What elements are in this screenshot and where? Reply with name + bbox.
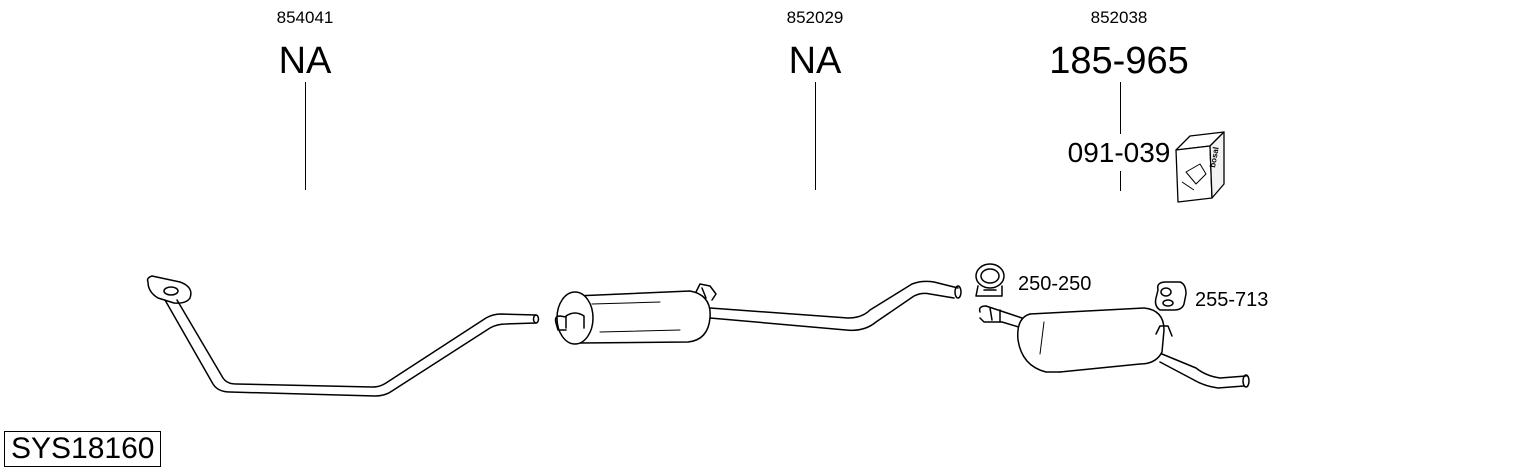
oe-number-front-pipe: 854041 — [276, 8, 334, 27]
rubber-mount-drawing — [1154, 281, 1187, 311]
oe-number-middle-silencer: 852029 — [786, 8, 844, 27]
rear-silencer-drawing — [978, 305, 1250, 389]
middle-silencer-drawing — [554, 280, 962, 345]
fitting-kit-box-drawing — [1175, 131, 1225, 203]
clamp-drawing — [975, 263, 1005, 297]
fitting-kit-number: 091-039 — [1067, 137, 1171, 168]
front-pipe-drawing — [146, 275, 540, 397]
leader-line-front-pipe — [305, 82, 306, 190]
rubber-mount-part-number: 255-713 — [1195, 289, 1269, 311]
part-number-front-pipe: NA — [278, 40, 332, 82]
part-number-middle-silencer: NA — [788, 40, 842, 82]
leader-line-rear-silencer-upper — [1120, 82, 1121, 134]
box-brand-text: bosal — [1208, 146, 1220, 168]
oe-number-rear-silencer: 852038 — [1090, 8, 1148, 27]
leader-line-middle-silencer — [815, 82, 816, 190]
system-code-box: SYS18160 — [4, 431, 162, 467]
part-number-rear-silencer: 185-965 — [1049, 40, 1189, 82]
clamp-part-number: 250-250 — [1018, 273, 1092, 295]
leader-line-rear-silencer-lower — [1120, 171, 1121, 191]
